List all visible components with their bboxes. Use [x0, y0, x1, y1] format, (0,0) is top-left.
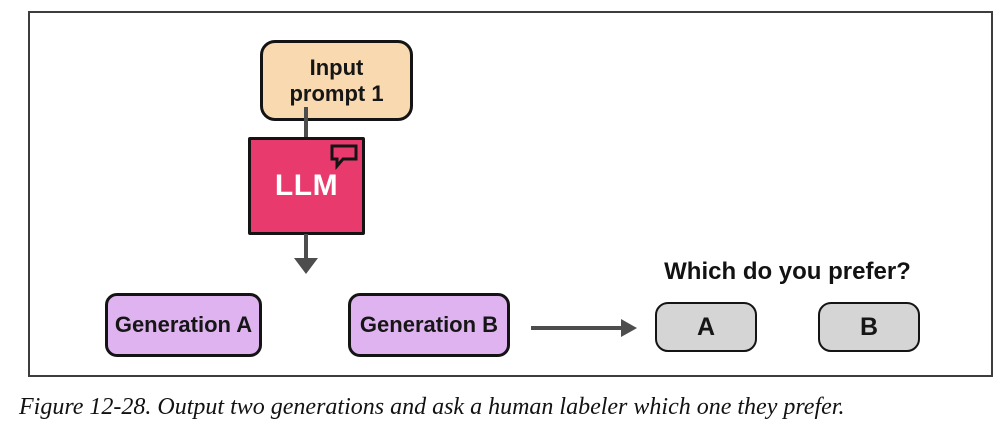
choice-b-label: B: [859, 312, 879, 341]
input-prompt-node: Input prompt 1: [260, 40, 413, 121]
llm-node: LLM: [248, 137, 365, 235]
llm-label: LLM: [274, 169, 339, 202]
generation-b-label: Generation B: [359, 312, 499, 337]
connector-input-to-llm: [304, 107, 308, 138]
choice-b-button: B: [818, 302, 920, 352]
choice-a-label: A: [696, 312, 716, 341]
generation-a-node: Generation A: [105, 293, 262, 357]
figure-caption: Figure 12-28. Output two generations and…: [19, 394, 845, 420]
input-prompt-label: Input prompt 1: [289, 55, 384, 106]
arrow-llm-down-head: [294, 258, 318, 274]
arrow-to-preference-shaft: [531, 326, 622, 330]
generation-b-node: Generation B: [348, 293, 510, 357]
choice-a-button: A: [655, 302, 757, 352]
speech-bubble-icon: [330, 144, 358, 170]
generation-a-label: Generation A: [114, 312, 253, 337]
arrow-llm-down-shaft: [304, 234, 308, 260]
arrow-to-preference-head: [621, 319, 637, 337]
preference-question: Which do you prefer?: [664, 258, 911, 285]
